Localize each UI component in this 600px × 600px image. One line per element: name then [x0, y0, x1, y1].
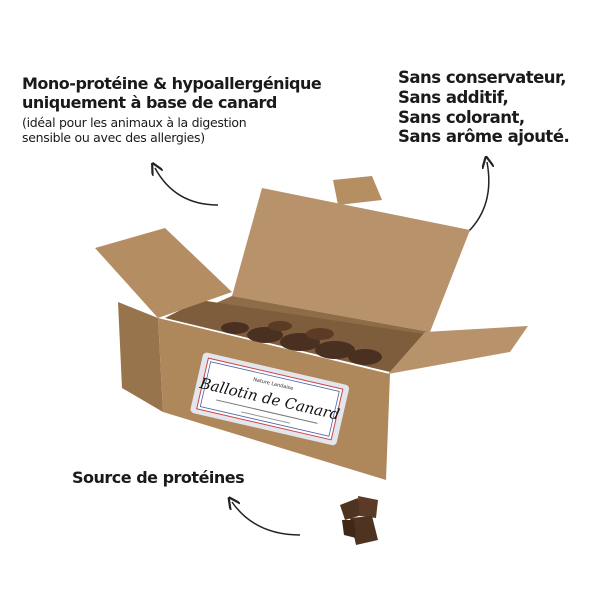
list-line: Sans conservateur, — [398, 68, 567, 87]
callout-sans-list: Sans conservateur, Sans additif, Sans co… — [398, 68, 570, 147]
arrow-icon — [467, 162, 489, 233]
title-line: uniquement à base de canard — [22, 93, 277, 113]
arrow-icon — [232, 502, 301, 536]
callout-protein-source: Source de protéines — [72, 468, 245, 487]
list-line: Sans arôme ajouté. — [398, 127, 570, 147]
callout-mono-protein-title: Mono-protéine & hypoallergénique uniquem… — [22, 74, 322, 113]
list-line: Sans additif, — [398, 87, 509, 107]
title-line: Mono-protéine & hypoallergénique — [22, 74, 322, 93]
duck-treats — [340, 496, 378, 545]
arrow-icon — [155, 168, 219, 206]
note-line: (idéal pour les animaux à la digestion — [22, 115, 247, 130]
callout-mono-protein-note: (idéal pour les animaux à la digestion s… — [22, 115, 247, 145]
note-line: sensible ou avec des allergies) — [22, 130, 205, 145]
list-line: Sans colorant, — [398, 107, 525, 127]
product-label: Nature Landaise Ballotin de Canard — [190, 352, 350, 446]
